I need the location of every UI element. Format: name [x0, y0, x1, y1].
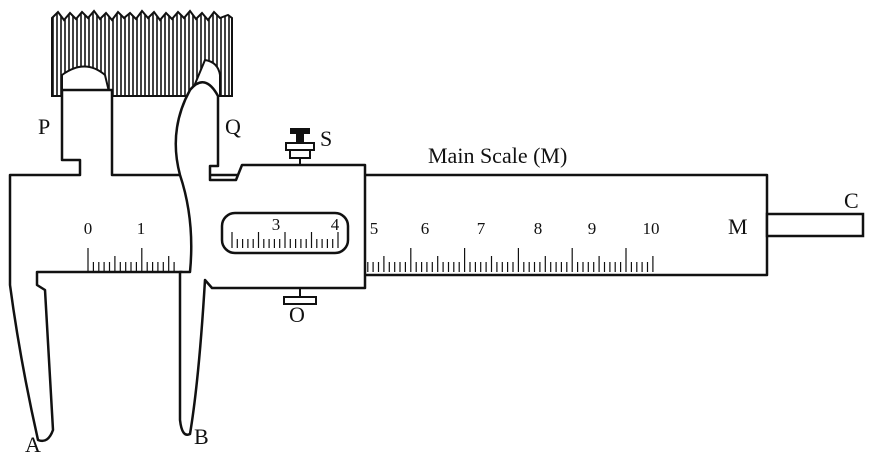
label-o: O: [289, 302, 305, 327]
label-m: M: [728, 214, 748, 239]
label-q: Q: [225, 114, 241, 139]
label-a: A: [25, 432, 41, 457]
main-scale-number-1: 1: [137, 219, 146, 238]
main-scale-number-3: 3: [272, 215, 281, 234]
main-scale-number-6: 6: [421, 219, 430, 238]
depth-rod: [765, 212, 865, 238]
screw-o: [283, 288, 317, 305]
label-c: C: [844, 188, 859, 213]
label-b: B: [194, 424, 209, 449]
main-scale-number-4: 4: [331, 215, 340, 234]
main-scale-number-10: 10: [643, 219, 660, 238]
label-p: P: [38, 114, 50, 139]
main-scale-numbers: 0 1 3 5 6 7 8 9 10 4: [84, 215, 660, 238]
main-scale-number-7: 7: [477, 219, 486, 238]
main-scale-number-8: 8: [534, 219, 543, 238]
main-scale-title: Main Scale (M): [428, 143, 567, 168]
main-scale-number-0: 0: [84, 219, 93, 238]
vernier-scale-ticks: [231, 232, 339, 248]
locking-screw-s: [285, 128, 315, 165]
main-scale-ticks: [87, 248, 654, 272]
main-scale-number-5: 5: [370, 219, 379, 238]
label-s: S: [320, 126, 332, 151]
main-scale-number-9: 9: [588, 219, 597, 238]
vernier-slider: [174, 81, 367, 436]
measured-object: [51, 9, 233, 97]
